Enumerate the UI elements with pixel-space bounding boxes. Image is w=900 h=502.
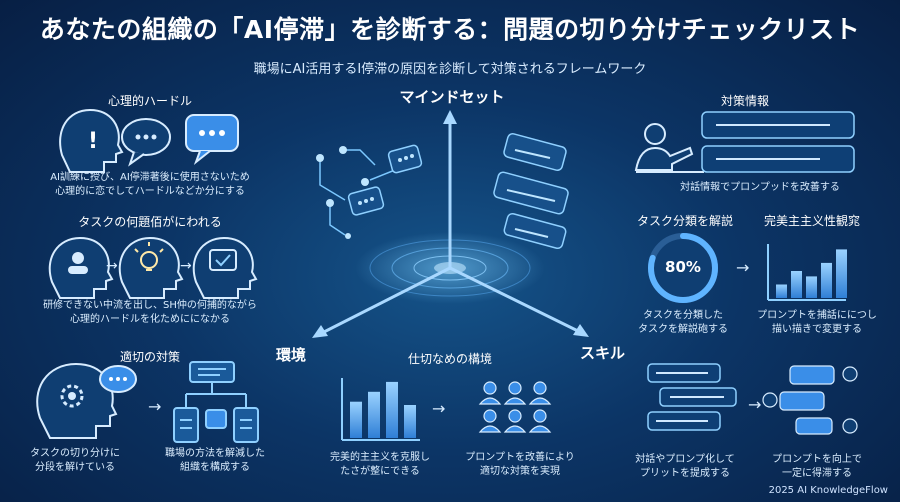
measure-title: 適切の対策 <box>119 350 180 364</box>
axis-diagram <box>312 110 589 338</box>
structure-caption-a-2: たさが整にできる <box>340 466 420 477</box>
task-caption-1: 研修できない中流を出し、SH仲の何捕的ながら <box>43 300 257 311</box>
classify-percent: 80% <box>665 258 701 276</box>
flowchart-icon <box>173 361 259 443</box>
measure-caption-a-2: 分段を解けている <box>35 462 115 473</box>
structure-chart-bar <box>404 405 416 438</box>
measure-caption-b-1: 職場の方法を解減した <box>165 448 265 459</box>
perfect-title: 完美主主义性観窕 <box>763 214 860 228</box>
perfect-bar-chart <box>776 249 847 298</box>
axis-label-environment: 環境 <box>276 346 307 364</box>
chat-caption-b-2: 一定に得滞する <box>782 468 852 479</box>
perfect-chart-bar <box>776 284 787 298</box>
svg-text:→: → <box>106 258 118 274</box>
classify-caption-1: タスクを分類した <box>643 310 723 321</box>
axis-label-skill: スキル <box>580 344 626 362</box>
psych-title: 心理的ハードル <box>107 94 192 108</box>
chat-caption-b-1: プロンプトを向上で <box>772 454 862 465</box>
perfect-chart-bar <box>806 276 817 298</box>
classify-title: タスク分類を解説 <box>636 214 733 228</box>
perfect-chart-bar <box>821 262 832 298</box>
axis-right <box>449 266 581 334</box>
page-subtitle: 職場にAI活用するI停滞の原因を診断して対策されるフレームワーク <box>253 62 647 77</box>
team-chat-icon <box>762 365 858 435</box>
speech-dots-icon <box>185 114 239 165</box>
axis-label-mindset: マインドセット <box>399 88 505 106</box>
presenter-icon <box>634 123 704 173</box>
perfect-caption-1: プロンプトを捕話ににつし <box>757 310 877 321</box>
measure-caption-b-2: 組織を構成する <box>180 462 250 473</box>
info-title: 対策情報 <box>720 94 769 108</box>
svg-text:!: ! <box>88 129 98 154</box>
psych-caption-1: AI訓練に授び、AI停滞著後に使用さないため <box>50 172 250 183</box>
task-title: タスクの何題佰がにわれる <box>78 215 222 229</box>
svg-text:→: → <box>432 399 445 418</box>
speech-bubble-icon <box>347 133 569 250</box>
info-bubbles <box>701 111 855 173</box>
svg-text:→: → <box>736 258 749 277</box>
structure-caption-a-1: 完美的主主义を克服し <box>330 452 430 463</box>
structure-chart-bar <box>368 391 380 438</box>
svg-text:→: → <box>748 395 761 414</box>
page-title: あなたの組織の「AI停滞」を診断する：問題の切り分けチェックリスト <box>39 15 861 44</box>
head-check-icon <box>192 236 258 299</box>
svg-text:→: → <box>148 397 161 416</box>
chat-caption-a-2: プリットを提成する <box>640 468 730 479</box>
structure-chart-bar <box>350 401 362 438</box>
classify-caption-2: タスクを解説砲する <box>638 324 728 335</box>
structure-caption-b-2: 適切な対策を実現 <box>480 466 560 477</box>
head-gear-icon <box>36 362 118 439</box>
perfect-chart-bar <box>791 271 802 298</box>
svg-text:→: → <box>180 258 192 274</box>
perfect-chart-bar <box>836 249 847 298</box>
structure-chart-bar <box>386 381 398 438</box>
structure-chart <box>350 381 416 438</box>
team-icon <box>478 381 552 433</box>
speech-bubble-icon <box>121 118 171 167</box>
chat-caption-a-1: 対話やプロンプ化して <box>635 454 735 465</box>
task-caption-2: 心理的ハードルを化ためにになかる <box>70 314 230 325</box>
speech-dots-icon <box>99 365 137 393</box>
structure-caption-b-1: プロンプトを改善により <box>465 452 575 463</box>
perfect-caption-2: 描い描きで変更する <box>772 324 862 335</box>
structure-title: 仕切なめの構境 <box>407 352 492 366</box>
footer-credit: 2025 AI KnowledgeFlow <box>768 485 888 496</box>
classify-progress-ring <box>648 233 718 303</box>
head-exclamation-icon <box>59 108 124 173</box>
arrow-icon: → → <box>106 258 192 274</box>
measure-caption-a-1: タスクの切り分けに <box>30 448 120 459</box>
psych-caption-2: 心理的に恋でしてハードルなどか分にする <box>55 186 245 197</box>
axis-left <box>319 266 451 336</box>
info-caption: 対話情報でプロンプッドを改善する <box>680 182 840 193</box>
circuit-lines <box>319 149 396 236</box>
